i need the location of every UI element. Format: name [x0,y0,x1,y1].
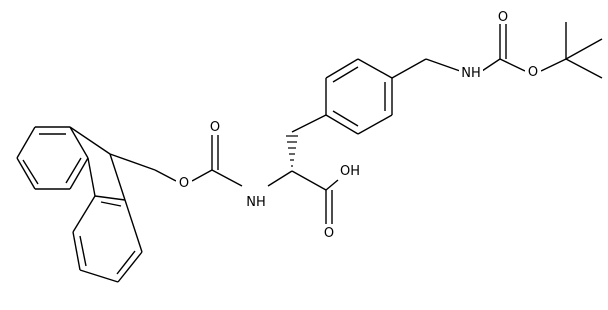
label-mask [322,224,338,240]
bond [109,153,126,201]
bond [357,114,393,135]
bond-double-inner [332,66,359,83]
bond [211,169,243,187]
bond [72,231,81,271]
bond [124,199,143,253]
bond [325,58,359,79]
bond [357,58,393,79]
label-mask [208,118,224,134]
bond [117,251,143,283]
atom-label-o-fmoc-ester: O [179,176,189,191]
bond [94,195,126,201]
bond [481,58,501,72]
atom-label-o-boc-ester: O [528,65,538,80]
stereo-hash-wedge [286,135,298,167]
label-mask [176,174,192,190]
bond [325,114,359,135]
bonds-layer [16,22,603,283]
bond [16,157,36,190]
bond-double-inner [65,157,82,184]
atom-label-nh-fmoc: NH [246,195,266,210]
label-mask [338,162,362,178]
bond [540,58,567,72]
bond [191,169,213,182]
atom-label-nh-boc: NH [461,66,481,81]
bond-double-inner [79,235,87,267]
bond [154,169,177,182]
bond-double-inner [22,159,39,185]
bond [69,126,111,155]
bond [291,114,327,133]
bond-double-inner [332,110,359,127]
bond [499,58,526,72]
atom-label-o-boc-carbonyl: O [498,10,508,25]
bond [16,126,36,159]
atom-label-o-acid-carbonyl: O [324,226,334,241]
label-mask [495,8,511,24]
atom-label-o-fmoc-carbonyl: O [210,120,220,135]
bond [267,170,293,187]
bond [291,170,327,191]
bond [72,195,96,233]
bond [425,58,461,72]
bond [325,179,339,191]
bond [565,38,603,60]
label-mask [459,64,483,80]
bond [565,58,603,79]
bond [87,157,96,197]
label-mask [244,193,268,209]
bond-double-inner [100,201,122,207]
label-mask [525,63,541,79]
bond [69,126,89,159]
bond [69,157,89,190]
atom-labels-layer: O O NH OH O NH O O [176,8,541,241]
bond [109,153,156,171]
bond-double-inner [116,250,136,275]
bond [79,269,119,283]
bond [391,58,427,79]
atom-label-oh-acid: OH [340,164,360,179]
